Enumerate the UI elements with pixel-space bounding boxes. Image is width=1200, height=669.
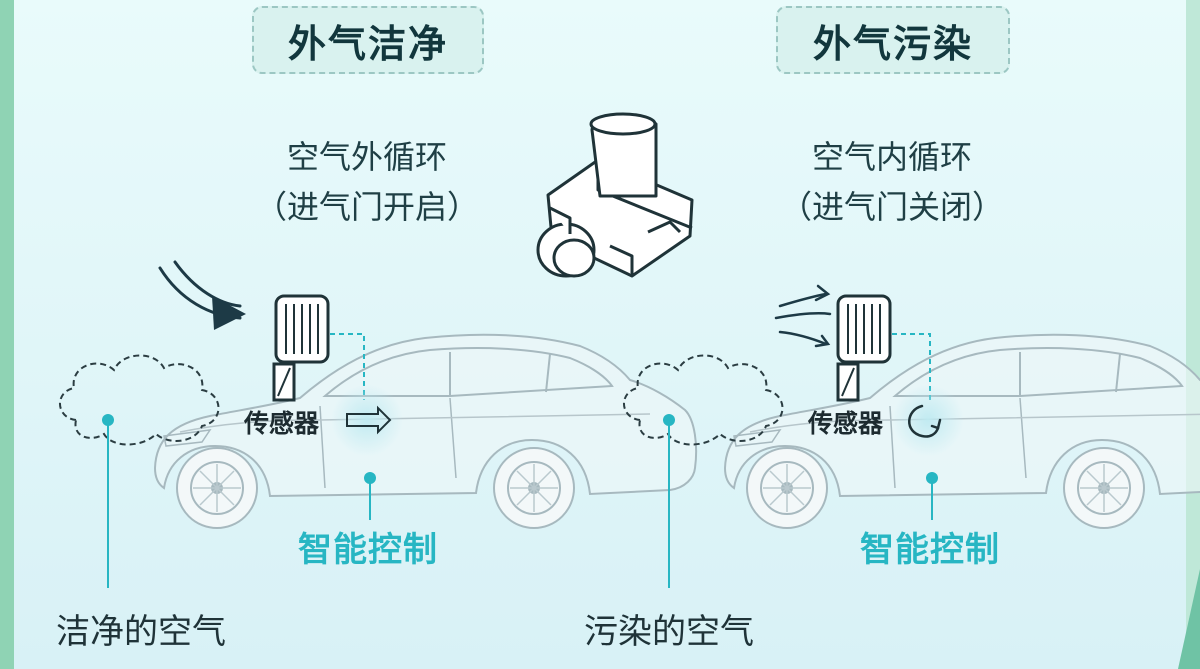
left-car-icon <box>154 333 698 529</box>
right-mode-line2: （进气门关闭） <box>779 188 1004 226</box>
left-title: 外气洁净 <box>287 21 448 66</box>
left-circulation-glow <box>331 384 403 456</box>
circular-arrow-icon <box>908 404 942 438</box>
left-intake-door-icon <box>272 294 330 402</box>
right-sensor-label: 传感器 <box>808 409 884 438</box>
left-edge-strip <box>0 0 14 669</box>
diagram-frame <box>14 0 1186 669</box>
right-title-box: 外气污染 <box>776 6 1010 74</box>
arrow-right-icon <box>346 405 392 435</box>
left-mode-text: 空气外循环 （进气门开启） <box>232 132 502 232</box>
right-air-label: 污染的空气 <box>584 612 754 652</box>
left-control-label: 智能控制 <box>298 530 438 570</box>
right-edge-strip <box>1186 0 1200 669</box>
right-control-label: 智能控制 <box>860 530 1000 570</box>
left-title-box: 外气洁净 <box>252 6 484 74</box>
right-car-icon <box>724 333 1200 529</box>
sensor-device-icon <box>536 112 694 278</box>
left-mode-line1: 空气外循环 <box>286 138 447 176</box>
right-mode-line1: 空气内循环 <box>811 138 972 176</box>
wind-lines-icon <box>774 284 832 348</box>
left-mode-line2: （进气门开启） <box>254 188 479 226</box>
right-mode-text: 空气内循环 （进气门关闭） <box>757 132 1027 232</box>
left-air-label: 洁净的空气 <box>56 612 226 652</box>
right-intake-door-icon <box>836 294 892 402</box>
airflow-arrowhead <box>212 296 246 330</box>
corner-decoration <box>1178 569 1200 669</box>
right-circulation-glow <box>892 384 964 456</box>
left-sensor-label: 传感器 <box>244 409 320 438</box>
right-title: 外气污染 <box>812 21 973 66</box>
